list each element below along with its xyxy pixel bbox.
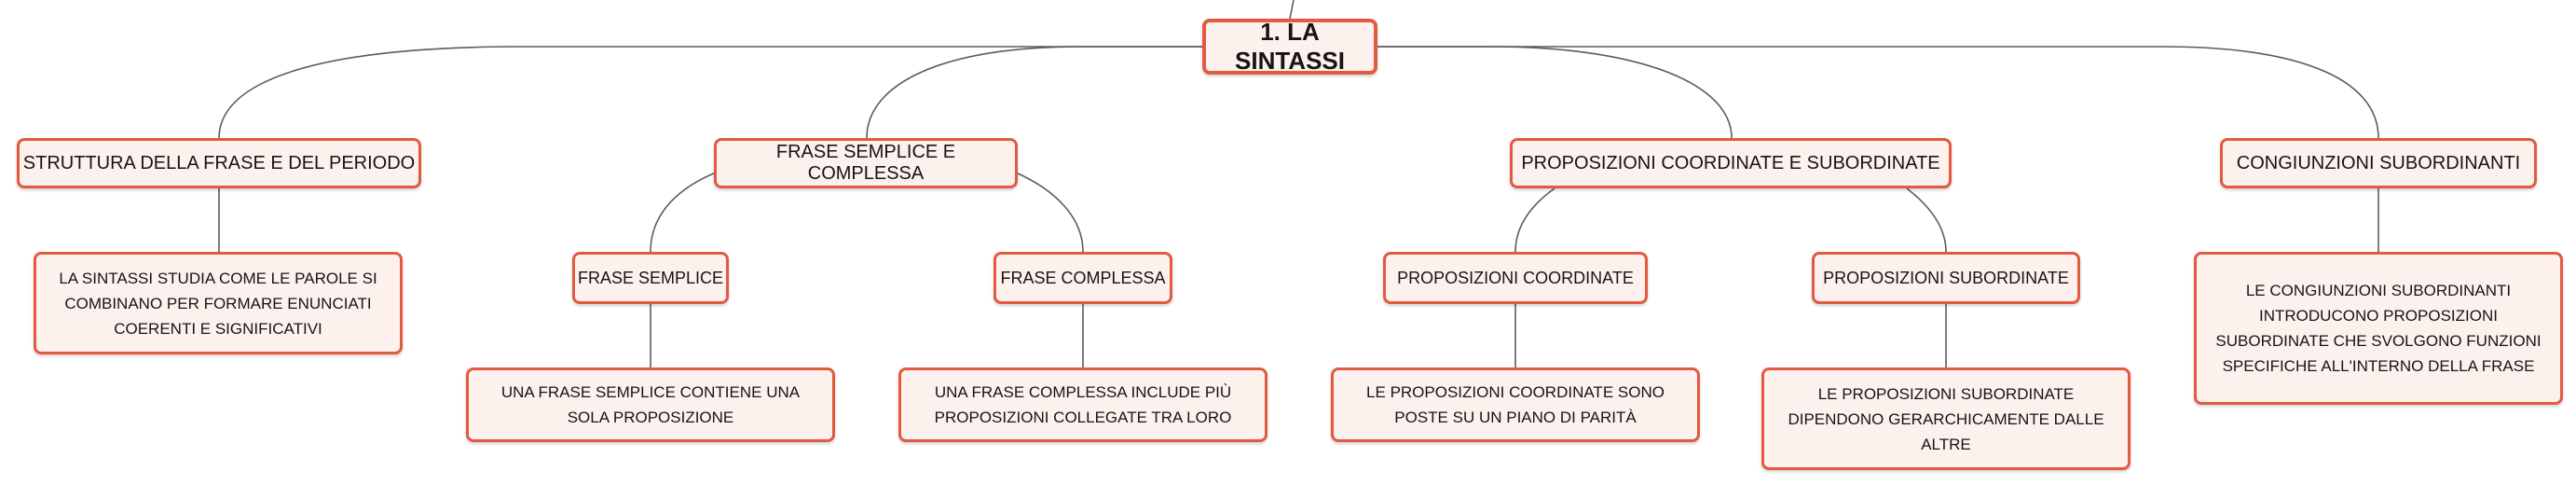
root-topic[interactable]: 1. LA SINTASSI: [1202, 18, 1377, 75]
subtopic-frase-complessa[interactable]: FRASE COMPLESSA: [993, 252, 1172, 304]
connector-frase-semplice: [650, 172, 717, 253]
subtopic-frase-semplice[interactable]: FRASE SEMPLICE: [572, 252, 729, 304]
subtopic-proposizioni-coordinate[interactable]: PROPOSIZIONI COORDINATE: [1383, 252, 1648, 304]
topic-proposizioni-coordinate-subordinate[interactable]: PROPOSIZIONI COORDINATE E SUBORDINATE: [1510, 138, 1952, 188]
subtopic-label: PROPOSIZIONI COORDINATE: [1397, 268, 1634, 287]
topic-label: FRASE SEMPLICE E COMPLESSA: [775, 142, 956, 184]
note-proposizioni-coordinate[interactable]: LE PROPOSIZIONI COORDINATE SONO POSTE SU…: [1331, 367, 1700, 442]
note-text: LE PROPOSIZIONI COORDINATE SONO POSTE SU…: [1366, 383, 1665, 426]
topic-label: CONGIUNZIONI SUBORDINANTI: [2236, 152, 2521, 173]
note-proposizioni-subordinate[interactable]: LE PROPOSIZIONI SUBORDINATE DIPENDONO GE…: [1761, 367, 2131, 470]
note-frase-semplice[interactable]: UNA FRASE SEMPLICE CONTIENE UNA SOLA PRO…: [466, 367, 835, 442]
note-text: LE CONGIUNZIONI SUBORDINANTI INTRODUCONO…: [2215, 282, 2542, 375]
note-text: LA SINTASSI STUDIA COME LE PAROLE SI COM…: [59, 269, 377, 338]
topic-label: STRUTTURA DELLA FRASE E DEL PERIODO: [22, 152, 416, 173]
connector-root-congiunzioni: [1377, 46, 2379, 139]
note-text: LE PROPOSIZIONI SUBORDINATE DIPENDONO GE…: [1788, 384, 2104, 453]
topic-label: PROPOSIZIONI COORDINATE E SUBORDINATE: [1521, 152, 1940, 173]
connector-root-struttura: [218, 46, 1202, 139]
subtopic-proposizioni-subordinate[interactable]: PROPOSIZIONI SUBORDINATE: [1812, 252, 2080, 304]
connector-parent-root: [1289, 0, 1295, 20]
root-topic-label: 1. LA SINTASSI: [1235, 18, 1345, 75]
subtopic-label: FRASE COMPLESSA: [1000, 268, 1166, 287]
subtopic-label: PROPOSIZIONI SUBORDINATE: [1823, 268, 2069, 287]
topic-frase-semplice-complessa[interactable]: FRASE SEMPLICE E COMPLESSA: [714, 138, 1018, 188]
connector-prop-coordinate: [1514, 187, 1555, 253]
connector-root-proposizioni: [1377, 46, 1733, 139]
connector-frase-complessa: [1015, 172, 1084, 253]
topic-struttura-frase-periodo[interactable]: STRUTTURA DELLA FRASE E DEL PERIODO: [17, 138, 421, 188]
note-frase-complessa[interactable]: UNA FRASE COMPLESSA INCLUDE PIÙ PROPOSIZ…: [898, 367, 1267, 442]
note-text: UNA FRASE SEMPLICE CONTIENE UNA SOLA PRO…: [500, 383, 801, 426]
connector-root-frase: [866, 46, 1202, 139]
topic-congiunzioni-subordinanti[interactable]: CONGIUNZIONI SUBORDINANTI: [2220, 138, 2537, 188]
subtopic-label: FRASE SEMPLICE: [577, 268, 724, 287]
connector-prop-subordinate: [1906, 187, 1947, 253]
note-congiunzioni-subordinanti[interactable]: LE CONGIUNZIONI SUBORDINANTI INTRODUCONO…: [2194, 252, 2563, 405]
note-struttura-frase-periodo[interactable]: LA SINTASSI STUDIA COME LE PAROLE SI COM…: [34, 252, 403, 354]
note-text: UNA FRASE COMPLESSA INCLUDE PIÙ PROPOSIZ…: [934, 383, 1232, 426]
